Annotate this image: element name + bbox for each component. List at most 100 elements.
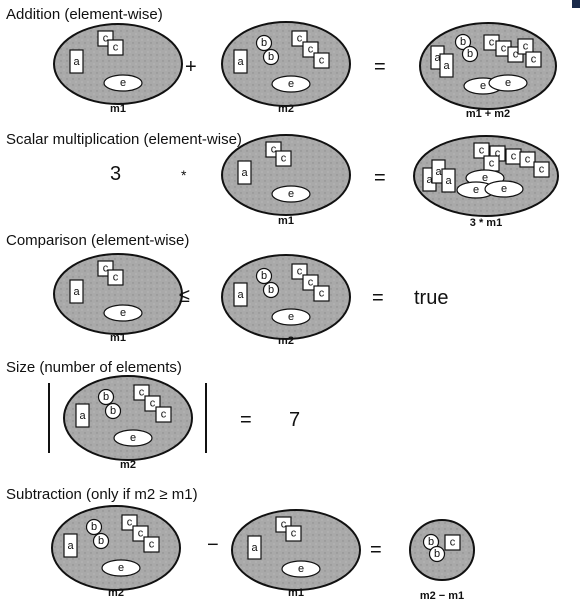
element-label: a [237,289,244,301]
element-c [519,151,536,168]
element-a [63,533,78,558]
element-label: e [120,77,126,89]
element-label: e [288,78,294,90]
element-label: c [539,164,545,176]
element-label: c [511,151,517,163]
element-label: c [489,37,495,49]
element-b [92,532,110,550]
element-label: c [297,33,303,45]
bag-outline [221,134,351,216]
element-label: a [73,286,80,298]
less-or-equal-operator: ≤ [179,285,190,307]
element-e [484,180,524,198]
element-a [69,279,84,304]
element-label: c [138,528,144,540]
element-e [488,74,528,92]
element-label: b [110,405,116,417]
element-label: c [495,148,501,160]
element-label: c [308,277,314,289]
label-3-times-m1: 3 * m1 [470,217,502,229]
label-m2: m2 [120,459,136,471]
bag-m2-minus-m1: bbc [409,519,475,581]
element-label: e [130,432,136,444]
element-b [85,518,103,536]
element-a [441,168,456,193]
element-label: e [501,183,507,195]
element-a [247,535,262,560]
element-c [313,285,330,302]
equals-sign: = [374,56,386,78]
element-label: a [435,166,442,178]
label-m2: m2 [278,335,294,347]
element-label: c [319,55,325,67]
element-label: b [268,284,274,296]
element-label: c [513,49,519,61]
element-e [103,304,143,322]
section-title-size: Size (number of elements) [6,359,182,376]
element-b [104,402,122,420]
element-label: c [501,43,507,55]
label-m2-minus-m1: m2 − m1 [420,590,464,602]
element-label: c [281,153,287,165]
element-label: c [291,528,297,540]
element-label: b [261,270,267,282]
element-label: c [531,54,537,66]
element-label: a [67,540,74,552]
element-label: e [480,80,486,92]
element-c [525,51,542,68]
element-c [313,52,330,69]
element-label: a [445,175,452,187]
element-e [281,560,321,578]
element-label: b [91,521,97,533]
label-m2: m2 [278,103,294,115]
element-label: a [426,174,433,186]
element-b [262,281,280,299]
element-label: e [473,184,479,196]
element-label: c [297,266,303,278]
element-label: c [271,144,277,156]
element-label: a [241,167,248,179]
element-label: b [98,535,104,547]
bag-outline [231,509,361,591]
size-result: 7 [289,409,300,431]
element-e [113,429,153,447]
element-e [103,74,143,92]
element-b [428,545,446,563]
element-label: a [237,56,244,68]
comparison-result: true [414,287,448,309]
section-title-addition: Addition (element-wise) [6,6,163,23]
element-e [101,559,141,577]
element-a [75,403,90,428]
element-c [473,142,490,159]
element-label: b [103,391,109,403]
element-e [271,308,311,326]
corner-mark [572,0,580,8]
element-label: c [479,145,485,157]
element-label: c [103,263,109,275]
plus-operator: + [185,56,197,78]
element-label: c [150,398,156,410]
element-label: b [467,48,473,60]
element-c [444,534,461,551]
section-title-subtraction: Subtraction (only if m2 ≥ m1) [6,486,198,503]
element-b [97,388,115,406]
element-label: e [288,311,294,323]
element-e [271,185,311,203]
element-label: b [261,37,267,49]
multiply-operator: * [181,167,187,183]
element-a [237,160,252,185]
element-label: c [149,539,155,551]
element-a [233,49,248,74]
label-m1-plus-m2: m1 + m2 [466,108,510,120]
element-label: e [482,172,488,184]
element-label: c [103,33,109,45]
element-label: e [118,562,124,574]
